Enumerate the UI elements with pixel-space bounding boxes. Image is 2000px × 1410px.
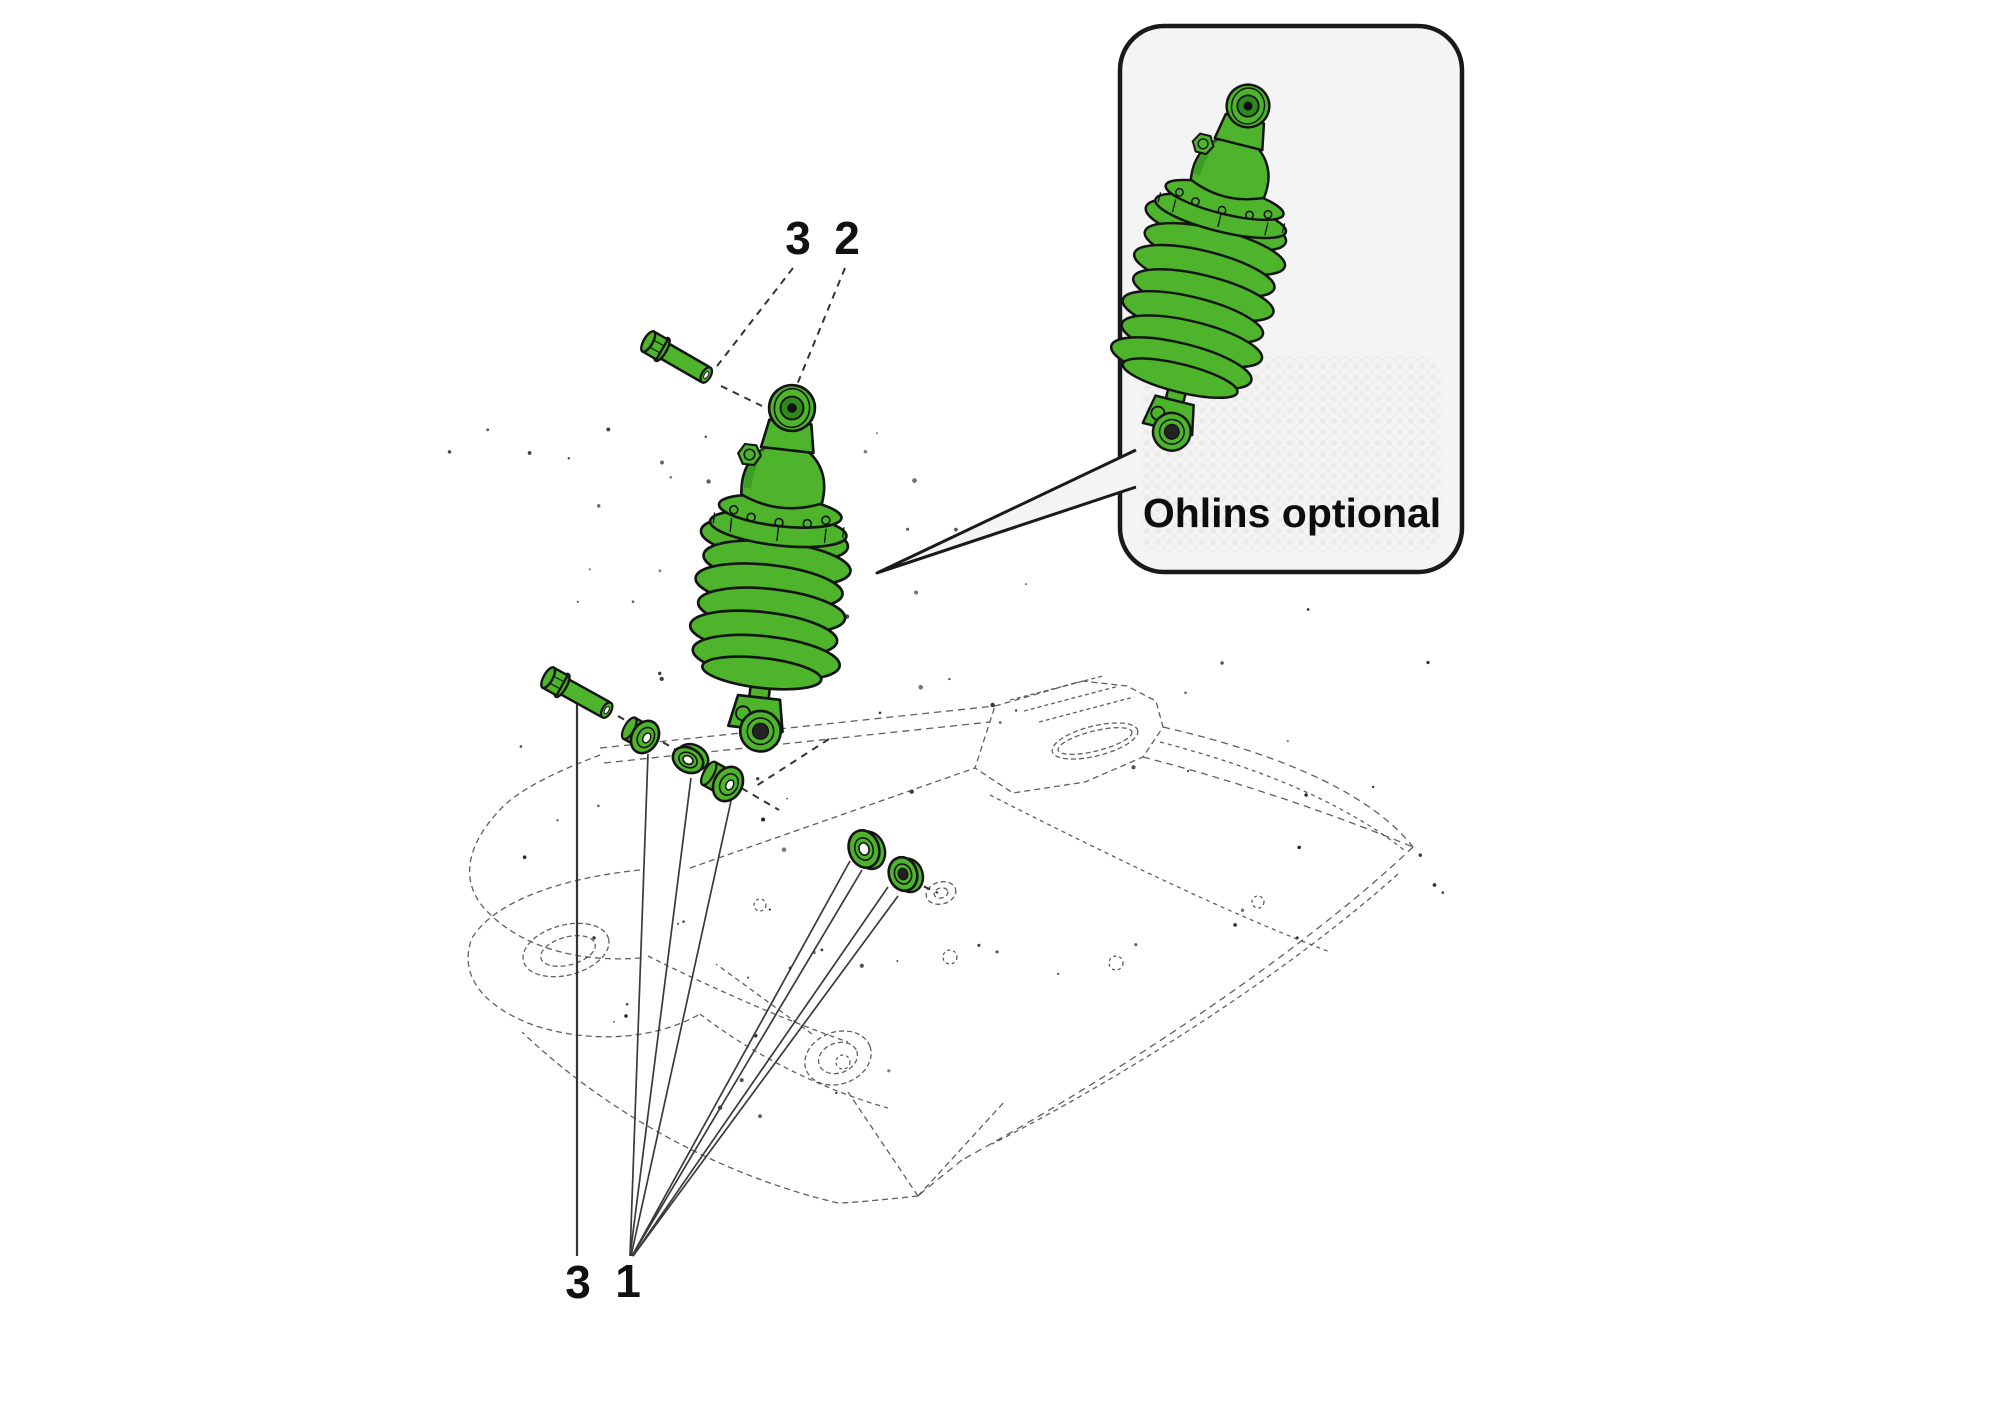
leader-callout-1-b — [629, 777, 692, 1257]
leader-lines — [575, 267, 939, 1257]
callout-3-upper: 3 — [785, 212, 811, 264]
axis-clevis — [752, 738, 830, 789]
inset-pointer-tail — [875, 448, 1137, 575]
shock-absorber-ohlins — [1109, 83, 1288, 452]
leader-callout-1-e2 — [632, 895, 899, 1257]
callout-numbers: 3 2 3 1 — [565, 212, 860, 1308]
ohlins-shock-layer — [1109, 83, 1288, 452]
leader-callout-1-e1 — [632, 886, 889, 1257]
inset-panel: Ohlins optional — [875, 23, 1465, 575]
bushing-c — [699, 760, 745, 803]
hardware-parts — [540, 665, 925, 894]
speckle-dots — [447, 427, 1445, 1119]
swingarm-wireframe — [467, 675, 1414, 1204]
washer-b — [671, 742, 710, 775]
callout-2-upper: 2 — [834, 212, 860, 264]
bushing-a — [620, 716, 661, 755]
shock-absorber-main — [688, 383, 852, 753]
halftone-texture — [1142, 356, 1442, 552]
inset-label: Ohlins optional — [1143, 490, 1441, 536]
axis-upper-bolt — [720, 385, 763, 407]
leader-callout-1-c — [630, 800, 732, 1257]
bushing-e — [887, 855, 925, 894]
callout-3-lower: 3 — [565, 1256, 591, 1308]
leader-callout-1-d2 — [631, 869, 863, 1257]
callout-1-lower: 1 — [615, 1255, 641, 1307]
leader-callout-1-a — [629, 753, 649, 1257]
main-shock-layer — [640, 329, 852, 753]
upper-mount-bolt — [640, 329, 714, 384]
leader-callout-3-upper — [713, 267, 794, 371]
leader-callout-2-upper — [793, 267, 846, 393]
leader-callout-1-d1 — [631, 860, 851, 1257]
lower-mount-bolt — [540, 665, 614, 719]
washer-d — [847, 829, 887, 871]
